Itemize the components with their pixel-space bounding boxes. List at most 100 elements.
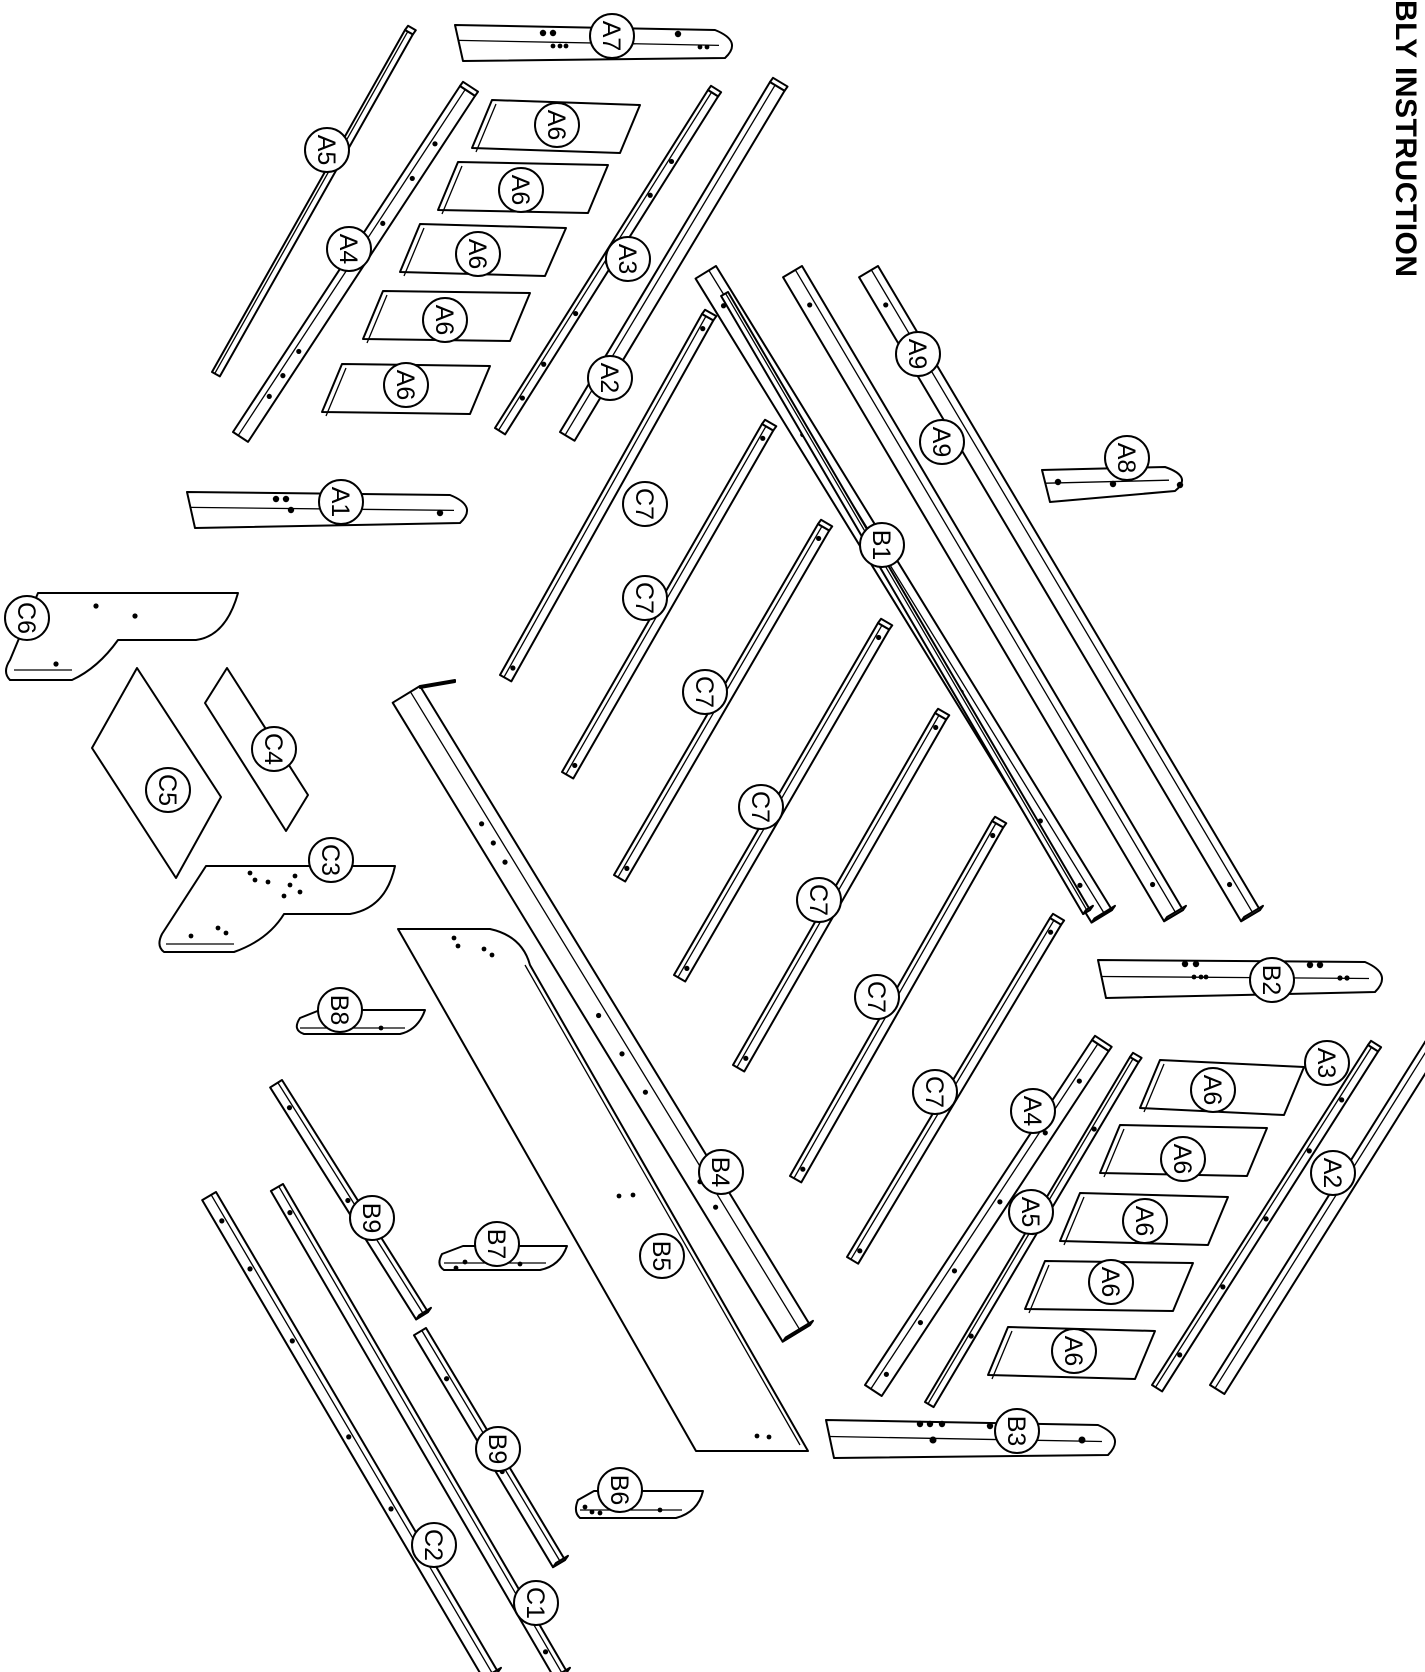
a4-bot-hole: [1042, 1130, 1048, 1136]
a5-top-end: [404, 24, 417, 36]
a7-hole: [697, 44, 703, 50]
a8-label-text: A8: [1112, 443, 1140, 474]
c3-outline: [158, 865, 396, 953]
b7-label-text: B7: [482, 1229, 510, 1260]
c7-4-hole: [876, 634, 882, 641]
c2-label: C2: [411, 1522, 457, 1568]
a7-hole: [674, 30, 682, 38]
c2-end: [491, 1666, 502, 1672]
b9-1-label-circle: [349, 1195, 395, 1241]
c3-hole: [215, 925, 221, 931]
b7-label-circle: [474, 1221, 520, 1267]
c7-4-label: C7: [738, 784, 784, 830]
c7-4-end: [877, 617, 894, 631]
a6-b4-label-circle: [1088, 1259, 1134, 1305]
a6-t4-label-circle: [422, 297, 468, 343]
a4-bot-hole: [1076, 1078, 1082, 1084]
b2-hole: [1192, 960, 1200, 968]
b5-hole: [766, 1434, 772, 1440]
b2-hole: [1181, 960, 1189, 968]
b9-2-label-circle: [475, 1426, 521, 1472]
a6-b5-side: [1007, 1326, 1156, 1332]
c5-label-text: C5: [153, 774, 181, 806]
b2-label: B2: [1249, 957, 1295, 1003]
a1-hole: [287, 506, 295, 514]
b2-outline: [1097, 959, 1384, 999]
b2-hole: [1203, 974, 1209, 980]
a7-label-circle: [589, 13, 635, 59]
b2-hole: [1337, 975, 1343, 981]
a3-bot-label-circle: [1304, 1040, 1350, 1086]
c7-5-label-text: C7: [804, 884, 832, 916]
c1-hole: [542, 1649, 549, 1655]
a4-top-end: [459, 80, 480, 97]
a6-t5-edge: [325, 367, 347, 417]
a6-t2-label: A6: [498, 167, 544, 213]
a7-hole: [550, 43, 556, 49]
a4-top-label-text: A4: [334, 234, 362, 265]
b4-hole: [479, 821, 485, 827]
c7-5-label: C7: [796, 877, 842, 923]
a2-bot-label-circle: [1310, 1150, 1356, 1196]
c4-label-text: C4: [259, 733, 287, 765]
b4-label: B4: [698, 1149, 744, 1195]
c7-5-hole: [743, 1055, 749, 1061]
c5-edge: [91, 667, 138, 749]
c7-3-label-text: C7: [690, 676, 718, 708]
c7-1-end: [701, 308, 718, 322]
a5-bot-hole: [1091, 1126, 1097, 1132]
b1-hole: [1077, 882, 1083, 888]
a2-bot-part: [1209, 1040, 1425, 1396]
c7-6-label-text: C7: [862, 981, 890, 1013]
b9-1-hole: [345, 1197, 351, 1204]
b9-1-part: [269, 1079, 432, 1321]
b6-label-text: B6: [605, 1475, 633, 1506]
b3-hole: [926, 1420, 934, 1428]
a8-edge: [1045, 479, 1170, 484]
c7-1-label: C7: [622, 481, 668, 527]
c7-2-label-circle: [622, 575, 668, 621]
c3-hole: [223, 930, 229, 936]
c3-hole: [265, 879, 271, 885]
a4-bot-hole: [951, 1268, 958, 1274]
a6-t3-edge: [403, 227, 425, 277]
a6-t5-label-circle: [383, 362, 429, 408]
a6-t2-side: [457, 161, 609, 166]
a7-label-text: A7: [597, 21, 625, 52]
c2-hole: [289, 1338, 295, 1344]
a6-t4-label-text: A6: [430, 305, 458, 336]
c7-7-hole: [857, 1248, 863, 1254]
a8-part: [1041, 466, 1184, 503]
b2-edge: [1101, 975, 1370, 980]
a6-b4-edge: [1028, 1264, 1050, 1314]
c6-hole: [132, 613, 138, 619]
b3-hole: [1078, 1436, 1086, 1444]
b8-label: B8: [317, 987, 363, 1033]
c6-outline: [5, 592, 239, 681]
a8-label-circle: [1104, 435, 1150, 481]
c7-1-label-text: C7: [630, 488, 658, 520]
a6-t1-side: [491, 99, 641, 106]
b9-2-end: [551, 1554, 569, 1569]
b4-end: [781, 1319, 814, 1343]
a9-1-label: A9: [919, 419, 965, 465]
c2-hole: [247, 1266, 253, 1272]
c2-label-text: C2: [419, 1529, 447, 1561]
a9-1-part: [782, 265, 1187, 923]
b4-label-text: B4: [706, 1157, 734, 1188]
b9-1-edge: [277, 1082, 425, 1315]
a9-2-label-circle: [895, 331, 941, 377]
a5-bot-hole: [968, 1333, 974, 1339]
c7-1-label-circle: [622, 481, 668, 527]
a1-label-text: A1: [326, 487, 354, 518]
c3-hole: [252, 877, 258, 883]
b2-hole: [1316, 961, 1324, 969]
a1-label: A1: [318, 479, 364, 525]
b3-part: [825, 1419, 1117, 1459]
b6-hole: [597, 1510, 603, 1516]
a4-top-hole: [296, 348, 302, 355]
a6-b3-side: [1079, 1192, 1229, 1198]
a3-bot-end: [1367, 1039, 1383, 1053]
